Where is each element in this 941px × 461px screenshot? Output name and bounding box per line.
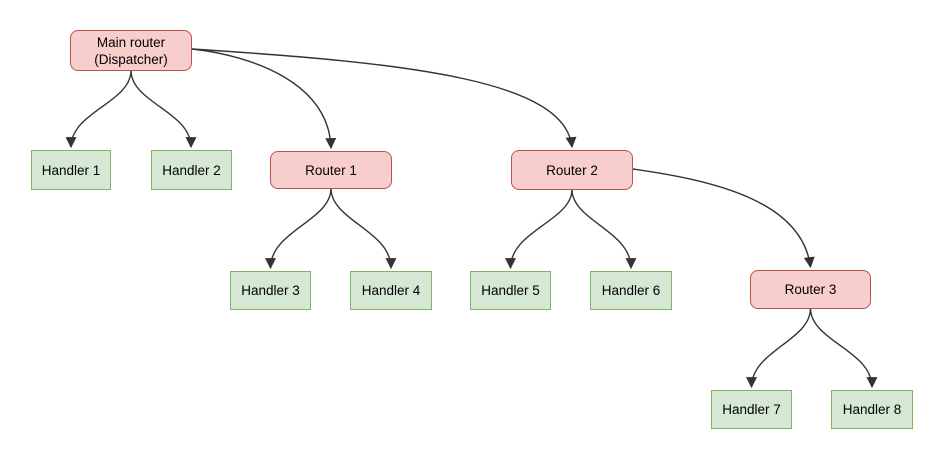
edge-router3-to-handler8	[809, 308, 878, 389]
edge-router1-to-handler3	[265, 188, 332, 270]
edge-router1-to-handler4	[330, 188, 397, 270]
node-handler-1[interactable]: Handler 1	[31, 150, 111, 190]
edge-main-to-handler1	[65, 70, 132, 149]
node-handler-2[interactable]: Handler 2	[151, 150, 232, 190]
node-handler-5[interactable]: Handler 5	[470, 271, 551, 310]
node-handler-6[interactable]: Handler 6	[590, 271, 672, 310]
node-handler-3[interactable]: Handler 3	[230, 271, 311, 310]
node-main-router[interactable]: Main router (Dispatcher)	[70, 30, 192, 71]
node-router-3[interactable]: Router 3	[750, 270, 871, 309]
edge-router2-to-handler5	[505, 189, 573, 270]
edge-router3-to-handler7	[746, 308, 812, 389]
edge-main-to-router1	[191, 48, 337, 150]
edge-router2-to-handler6	[571, 189, 637, 270]
node-router-2[interactable]: Router 2	[511, 150, 633, 190]
node-handler-8[interactable]: Handler 8	[831, 390, 913, 429]
node-router-1[interactable]: Router 1	[270, 151, 392, 189]
edge-router2-to-router3	[632, 168, 815, 269]
edge-main-to-handler2	[130, 70, 197, 149]
node-handler-4[interactable]: Handler 4	[350, 271, 432, 310]
node-handler-7[interactable]: Handler 7	[711, 390, 792, 429]
edge-main-to-router2	[191, 48, 577, 149]
